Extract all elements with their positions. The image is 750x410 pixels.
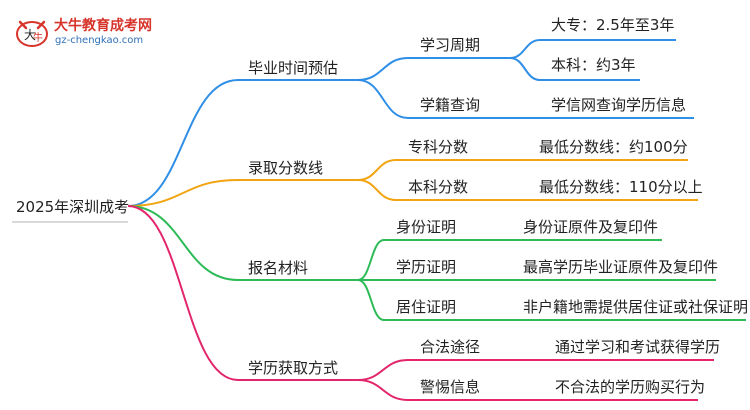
leaf-study-exam: 通过学习和考试获得学历 bbox=[555, 338, 721, 356]
logo-mark-icon: 大 牛 bbox=[16, 20, 48, 47]
root-node: 2025年深圳成考 bbox=[16, 198, 130, 216]
node-bachelor-score: 本科分数 bbox=[408, 178, 469, 196]
leaf-junior-min-score: 最低分数线：约100分 bbox=[539, 138, 688, 156]
child-connector bbox=[357, 239, 385, 281]
child-connector bbox=[357, 379, 409, 401]
node-identity-proof: 身份证明 bbox=[396, 218, 457, 236]
node-status-query: 学籍查询 bbox=[420, 96, 481, 114]
leaf-residence-permit: 非户籍地需提供居住证或社保证明 bbox=[523, 298, 749, 316]
leaf-chsi-query: 学信网查询学历信息 bbox=[551, 96, 687, 114]
svg-text:大: 大 bbox=[24, 28, 36, 42]
leaf-illegal-purchase: 不合法的学历购买行为 bbox=[555, 378, 706, 396]
node-study-period: 学习周期 bbox=[420, 36, 481, 54]
child-connector bbox=[357, 179, 397, 201]
node-warning-info: 警惕信息 bbox=[420, 378, 481, 396]
child-connector bbox=[357, 159, 397, 181]
logo-url: gz-chengkao.com bbox=[55, 35, 144, 46]
leaf-diploma: 最高学历毕业证原件及复印件 bbox=[523, 258, 719, 276]
leaf-id-card: 身份证原件及复印件 bbox=[523, 218, 659, 236]
svg-text:牛: 牛 bbox=[33, 31, 43, 44]
leaf-bachelor-min-score: 最低分数线：110分以上 bbox=[539, 178, 703, 196]
logo-title: 大牛教育成考网 bbox=[54, 18, 152, 34]
node-education-proof: 学历证明 bbox=[396, 258, 457, 276]
branch-graduation-time: 毕业时间预估 bbox=[248, 59, 339, 77]
leaf-junior-duration: 大专：2.5年至3年 bbox=[551, 16, 675, 34]
branch-connector bbox=[127, 179, 239, 207]
logo: 大 牛 大牛教育成考网 gz-chengkao.com bbox=[14, 12, 164, 52]
child-connector bbox=[357, 57, 409, 81]
branch-connector bbox=[127, 205, 239, 281]
leaf-bachelor-duration: 本科：约3年 bbox=[551, 56, 636, 74]
node-residence-proof: 居住证明 bbox=[396, 298, 457, 316]
branch-connector bbox=[127, 205, 239, 381]
node-legal-path: 合法途径 bbox=[420, 338, 481, 356]
child-connector bbox=[357, 279, 385, 321]
child-connector bbox=[357, 359, 409, 381]
branch-admission-score: 录取分数线 bbox=[248, 159, 324, 177]
branch-degree-acquisition: 学历获取方式 bbox=[248, 359, 339, 377]
node-junior-score: 专科分数 bbox=[408, 138, 469, 156]
branch-connector bbox=[127, 79, 239, 207]
leaf-connector bbox=[509, 39, 541, 59]
child-connector bbox=[357, 79, 409, 119]
branch-application-materials: 报名材料 bbox=[248, 259, 309, 277]
leaf-connector bbox=[509, 57, 541, 81]
